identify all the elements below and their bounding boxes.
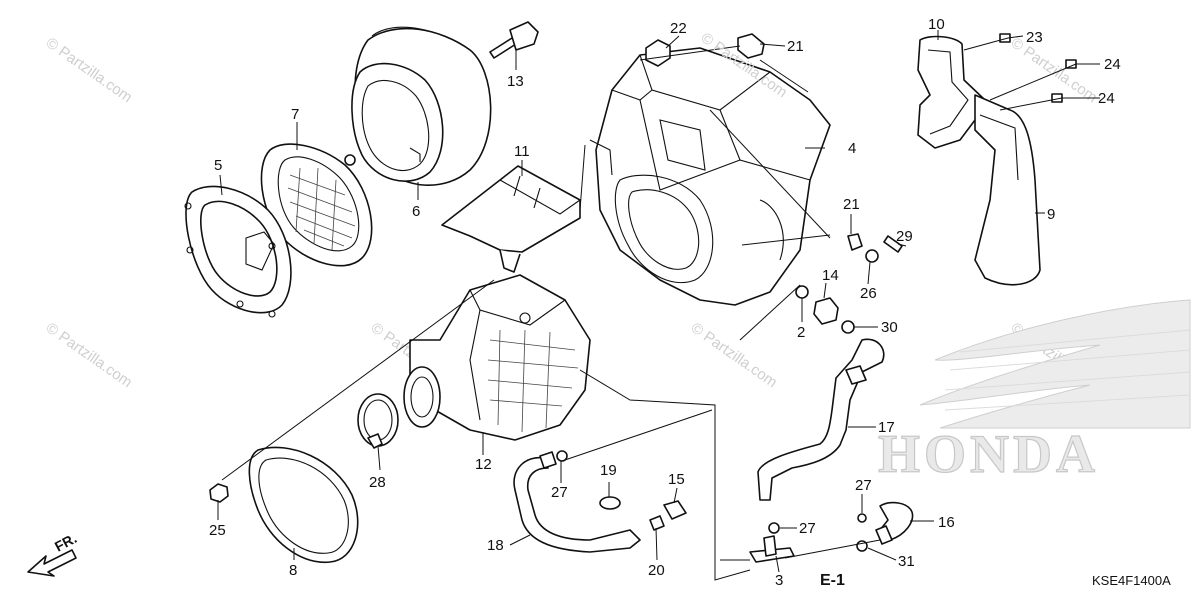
callout-26: 26 [860,285,877,302]
callout-16: 16 [938,514,955,531]
part-cover-10 [917,35,986,149]
diagram-code: KSE4F1400A [1092,573,1171,588]
callout-4: 4 [848,140,856,157]
callouts: 5 7 6 13 11 22 21 10 23 24 24 4 9 21 29 … [209,16,1121,589]
part-breather-tube-17 [757,338,885,501]
callout-12: 12 [475,456,492,473]
callout-29: 29 [896,228,913,245]
part-small-fittings [556,33,1077,563]
part-gasket-8 [248,446,359,563]
callout-21a: 21 [787,38,804,55]
callout-19: 19 [600,462,617,479]
callout-14: 14 [822,267,839,284]
callout-27b: 27 [855,477,872,494]
part-bracket-11 [441,165,581,273]
callout-13: 13 [507,73,524,90]
callout-10: 10 [928,16,945,33]
callout-24a: 24 [1104,56,1121,73]
callout-30: 30 [881,319,898,336]
callout-9: 9 [1047,206,1055,223]
callout-11: 11 [514,143,530,160]
watermark-6: © Partzilla.com [688,319,781,391]
callout-24b: 24 [1098,90,1115,107]
leader-lines [217,30,1100,581]
part-bolt-13 [489,21,539,59]
brand-wordmark: HONDA [878,424,1099,484]
callout-18: 18 [487,537,504,554]
callout-28: 28 [369,474,386,491]
callout-27a: 27 [551,484,568,501]
callout-31: 31 [898,553,915,570]
callout-2: 2 [797,324,805,341]
callout-25: 25 [209,522,226,539]
callout-5: 5 [214,157,222,174]
callout-17: 17 [878,419,895,436]
callout-6: 6 [412,203,420,220]
part-duct-9 [974,94,1041,286]
part-holder-gasket [184,185,292,318]
part-tube-16 [875,501,914,545]
callout-22: 22 [670,20,687,37]
part-connecting-tube-12 [403,274,591,441]
part-air-cleaner-housing [589,47,831,306]
callout-15: 15 [668,471,685,488]
watermark-1: © Partzilla.com [43,34,136,106]
callout-20: 20 [648,562,665,579]
direction-label: FR. [52,530,79,555]
part-air-cleaner-element [351,26,492,187]
part-nut-25 [209,483,229,503]
part-clips-top [645,33,765,67]
callout-7: 7 [291,106,299,123]
callout-23: 23 [1026,29,1043,46]
part-element-holder [260,143,373,267]
callout-27c: 27 [799,520,816,537]
callout-8: 8 [289,562,297,579]
section-reference: E-1 [820,572,845,589]
part-drain-tube-18 [513,451,641,553]
watermark-4: © Partzilla.com [43,319,136,391]
front-direction-arrow: FR. [27,530,79,577]
callout-21b: 21 [843,196,860,213]
callout-3: 3 [775,572,783,589]
part-band-28 [357,393,399,449]
honda-logo-watermark: HONDA [877,299,1191,485]
